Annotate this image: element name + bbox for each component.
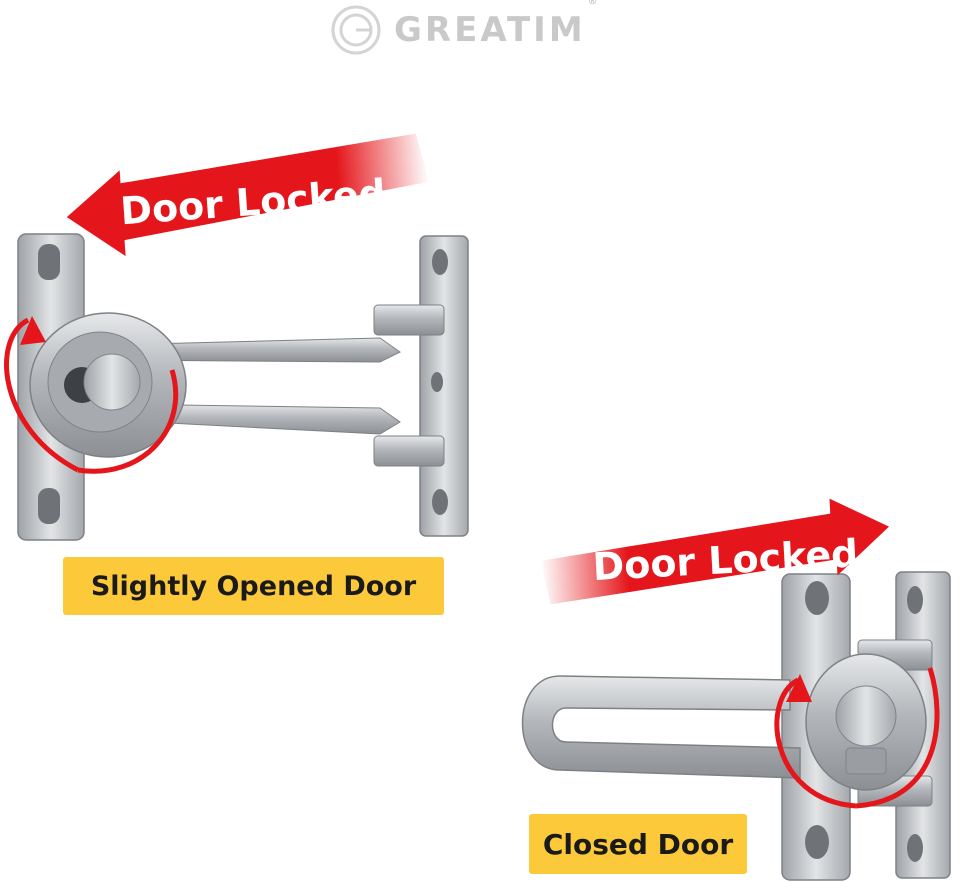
caption-slightly-opened: Slightly Opened Door xyxy=(63,557,444,615)
registered-mark: ® xyxy=(587,0,601,7)
circled-g-logo-icon xyxy=(331,5,381,55)
brand-name: GREATIM® xyxy=(394,0,601,50)
arrow-right-icon xyxy=(540,498,890,605)
latch-closed xyxy=(521,571,951,881)
latch-opened xyxy=(17,233,469,541)
brand-header: GREATIM® xyxy=(330,0,601,56)
arrow-left-icon xyxy=(66,133,430,257)
caption-closed: Closed Door xyxy=(529,814,747,874)
rotate-arrow-icon xyxy=(4,317,80,473)
rotate-arrow-icon-2 xyxy=(774,677,857,809)
